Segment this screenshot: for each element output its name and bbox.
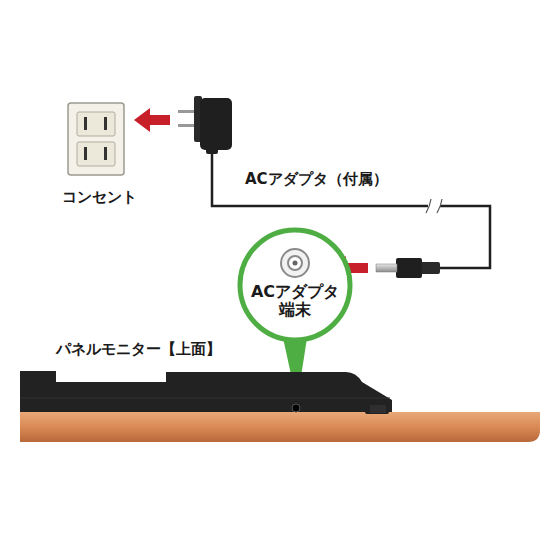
part-name: パネルモニター【上面】 <box>56 340 221 358</box>
monitor-node: パネルモニター【上面】 <box>20 340 540 445</box>
wall-outlet <box>68 103 124 175</box>
outlet-node: コンセント <box>40 100 158 212</box>
ac-adapter <box>178 96 232 154</box>
callout-circle: ACアダプタ 端末 <box>237 227 353 343</box>
part-label: ACアダプタ（付属） <box>245 170 388 188</box>
dc-plug <box>376 258 440 278</box>
callout-text: ACアダプタ 端末 <box>250 283 340 320</box>
panel-monitor <box>20 371 540 442</box>
insert-arrow <box>134 108 170 132</box>
part-name: コンセント <box>40 188 158 206</box>
cable-break <box>426 199 442 213</box>
